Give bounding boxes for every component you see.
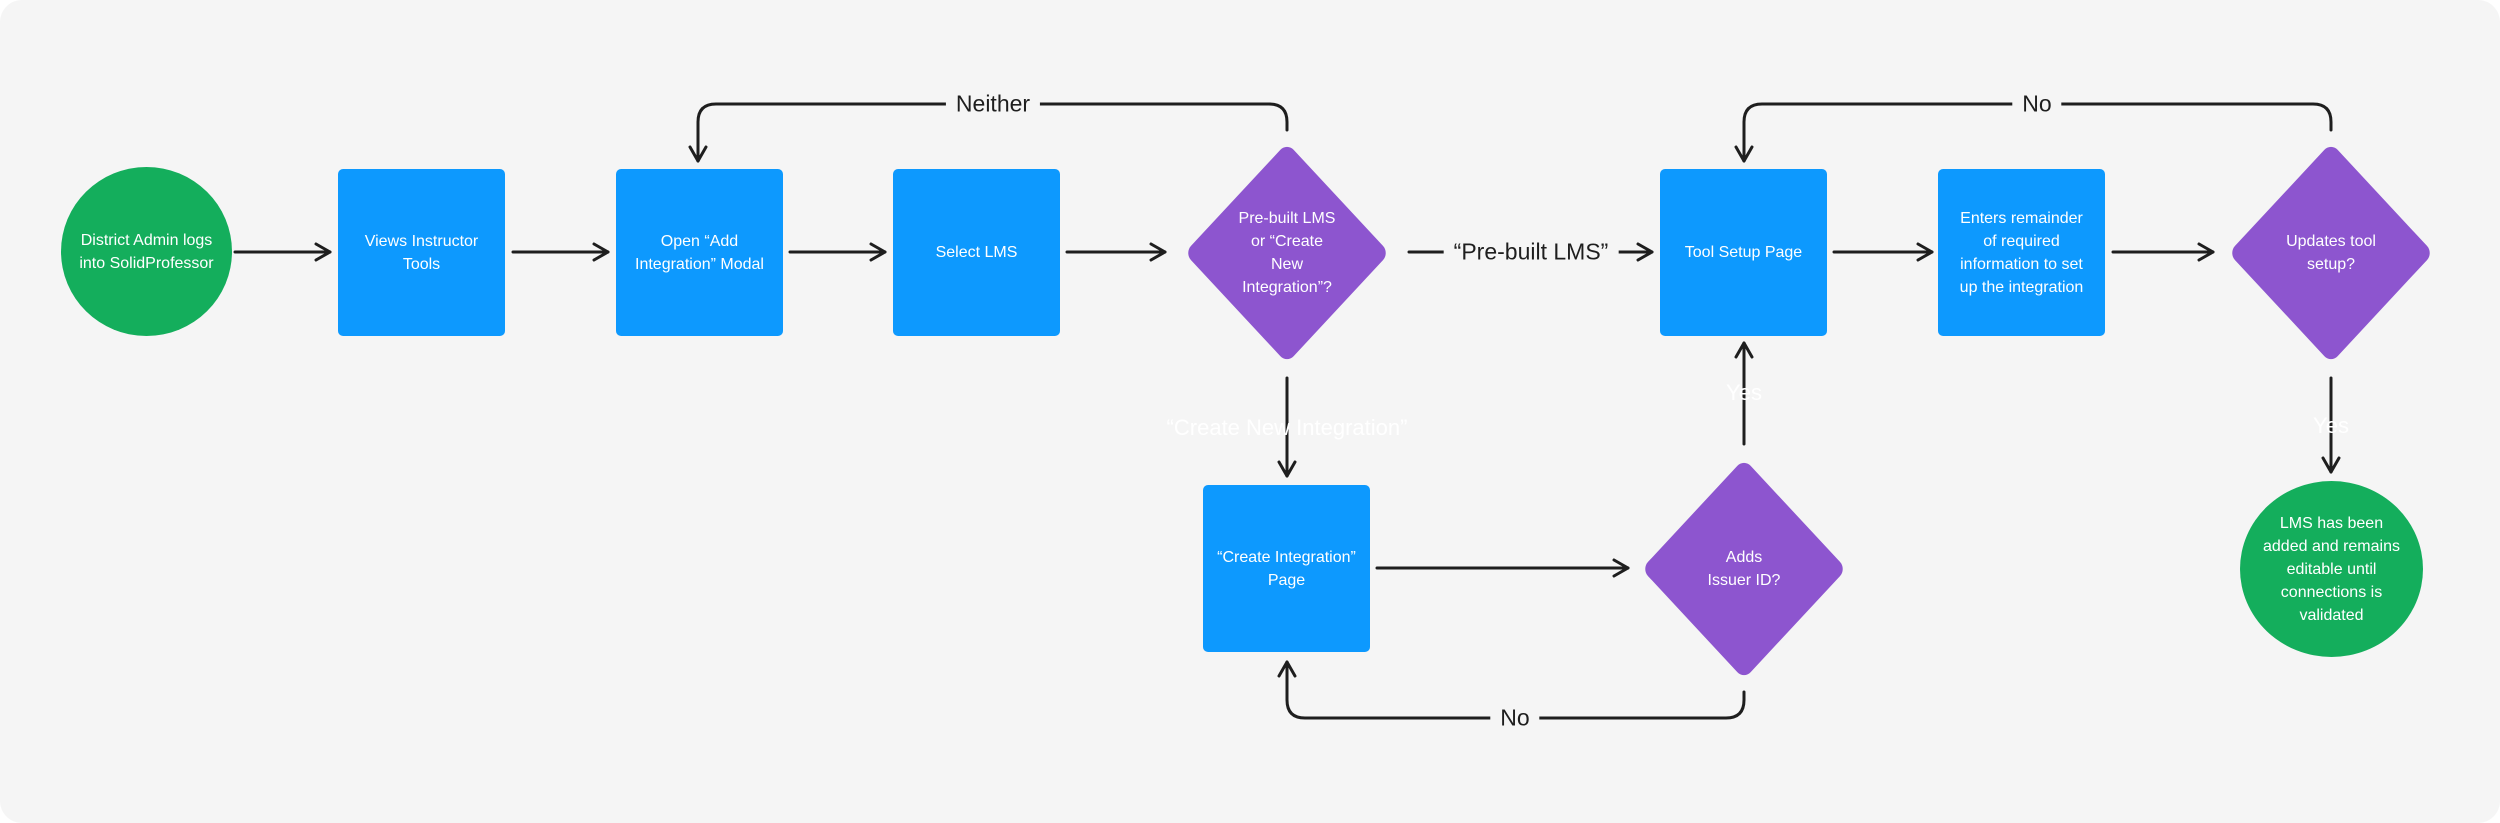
edge-label-neither: Neither (945, 90, 1041, 118)
enter-required-info-node: Enters remainder of required information… (1938, 169, 2105, 336)
decision-updates-tool-setup: Updates tool setup? (2215, 133, 2447, 373)
edge-label-create-new: “Create New Integration” (1166, 415, 1408, 440)
end-node-text: LMS has been added and remains editable … (2263, 514, 2400, 624)
enter-required-info-text: Enters remainder of required information… (1959, 209, 2084, 296)
tool-setup-page-text: Tool Setup Page (1684, 244, 1803, 261)
decision-issuer-text: Adds Issuer ID? (1707, 549, 1781, 589)
open-add-integration-modal-node: Open “Add Integration” Modal (616, 169, 783, 336)
views-instructor-tools-text: Views Instructor Tools (364, 232, 479, 273)
decision-updates-text: Updates tool setup? (2286, 233, 2376, 273)
decision-lms-text: Pre-built LMS or “Create New Integration… (1238, 210, 1336, 296)
start-node-text: District Admin logs into SolidProfessor (79, 231, 214, 272)
decision-lms-type: Pre-built LMS or “Create New Integration… (1171, 133, 1403, 373)
end-node: LMS has been added and remains editable … (2240, 481, 2423, 657)
views-instructor-tools-node: Views Instructor Tools (338, 169, 505, 336)
select-lms-node: Select LMS (893, 169, 1060, 336)
edge-label-yes-issuer: Yes (1726, 380, 1762, 405)
create-integration-page-text: “Create Integration” Page (1217, 548, 1356, 589)
decision-adds-issuer-id: Adds Issuer ID? (1628, 449, 1860, 689)
edge-label-no-issuer: No (1490, 704, 1540, 732)
edge-label-no-update: No (2012, 90, 2062, 118)
tool-setup-page-node: Tool Setup Page (1660, 169, 1827, 336)
edge-label-yes-update: Yes (2313, 413, 2349, 438)
open-add-integration-modal-text: Open “Add Integration” Modal (635, 232, 764, 273)
start-node: District Admin logs into SolidProfessor (61, 167, 232, 336)
edge-label-prebuilt: “Pre-built LMS” (1443, 238, 1619, 266)
select-lms-text: Select LMS (935, 244, 1018, 261)
create-integration-page-node: “Create Integration” Page (1203, 485, 1370, 652)
